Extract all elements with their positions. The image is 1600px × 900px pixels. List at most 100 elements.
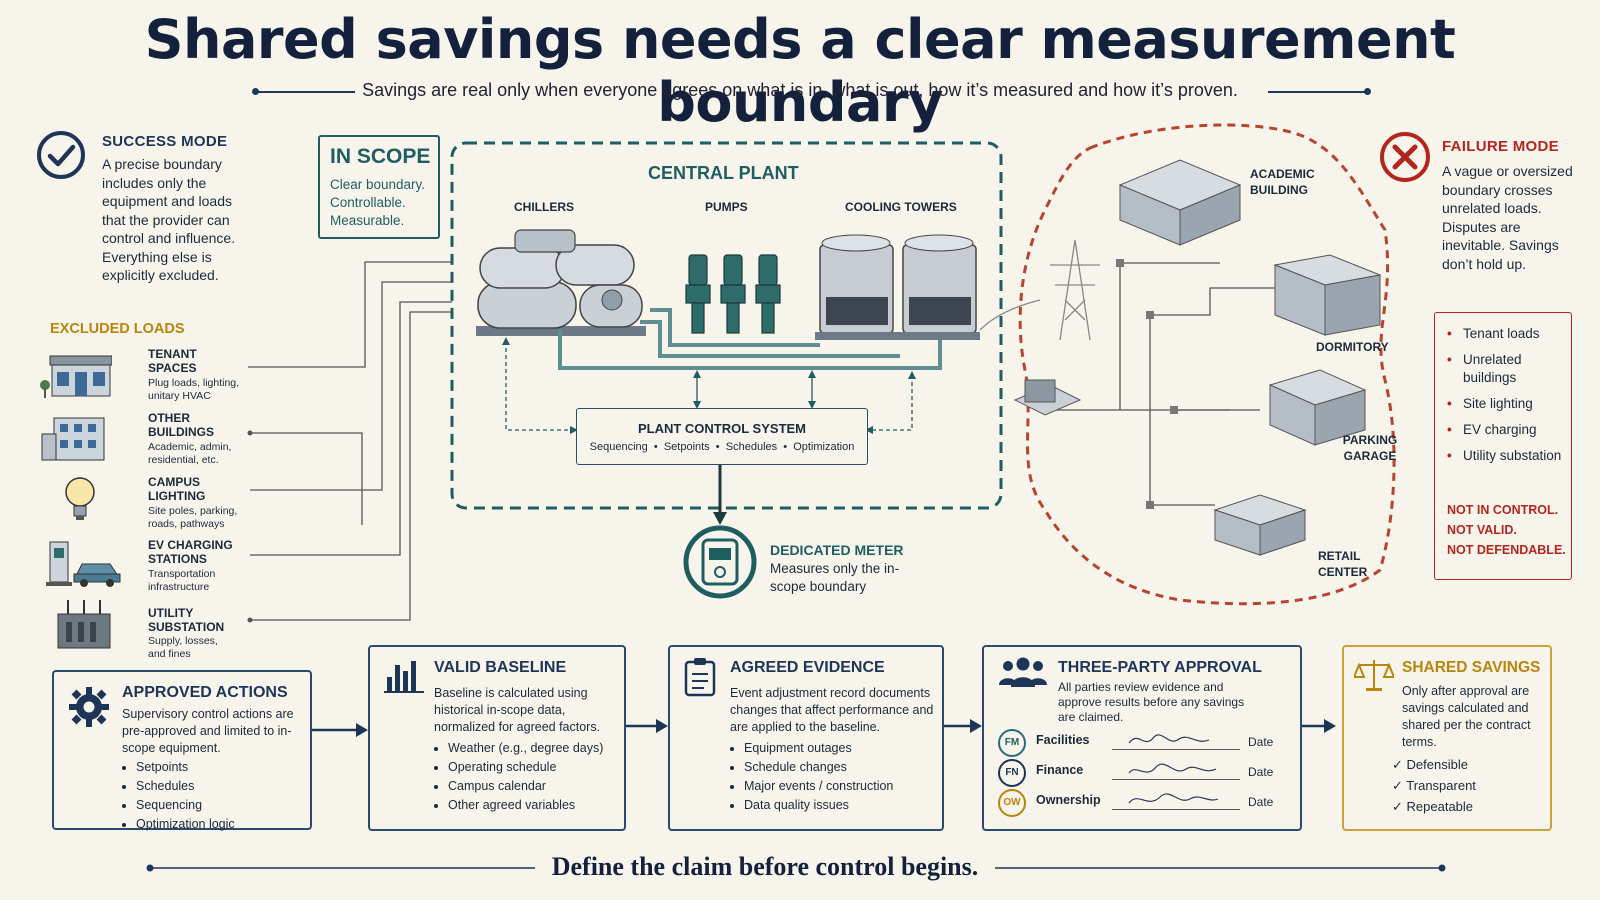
- valid-baseline-text: Baseline is calculated using historical …: [434, 686, 601, 734]
- list-item: Other agreed variables: [448, 796, 633, 815]
- academic-building-label: ACADEMIC BUILDING: [1250, 167, 1315, 197]
- building-icon: [40, 412, 112, 469]
- pumps-illustration: [685, 254, 781, 334]
- dedicated-meter-heading: DEDICATED METER: [770, 542, 904, 558]
- subtitle-rule-left-dot: [252, 88, 259, 95]
- shared-savings-check-2: ✓ Transparent: [1392, 778, 1476, 794]
- storefront-icon: [40, 350, 113, 405]
- page-subtitle: Savings are real only when everyone agre…: [362, 80, 1238, 100]
- chillers-label: CHILLERS: [514, 200, 574, 214]
- shared-savings-heading: SHARED SAVINGS: [1402, 659, 1541, 676]
- agreed-evidence-card: AGREED EVIDENCE Event adjustment record …: [668, 645, 944, 831]
- excluded-item-title: CAMPUS LIGHTING: [148, 475, 206, 503]
- list-item: Data quality issues: [744, 796, 949, 815]
- substation-icon: [52, 596, 116, 657]
- failure-mode-heading: FAILURE MODE: [1442, 138, 1559, 155]
- chillers-illustration: [476, 229, 646, 336]
- finance-badge: FN: [998, 759, 1026, 787]
- failure-list-item: Tenant loads: [1447, 325, 1563, 343]
- bar-chart-icon: [384, 659, 424, 698]
- list-item: Sequencing: [136, 796, 306, 815]
- finance-signature-line[interactable]: [1112, 779, 1240, 780]
- failure-substation-icon: [1013, 379, 1082, 416]
- in-scope-line-2: Controllable.: [330, 195, 406, 210]
- signature-scribbles: [1128, 734, 1219, 804]
- dormitory-label: DORMITORY: [1316, 340, 1389, 354]
- people-icon: [998, 657, 1048, 694]
- check-icon: ✓: [1392, 757, 1403, 772]
- subtitle-rule-right: [1268, 91, 1368, 93]
- failure-warning: NOT VALID.: [1447, 523, 1517, 537]
- list-item: Operating schedule: [448, 758, 633, 777]
- dedicated-meter-text: Measures only the in-scope boundary: [770, 561, 900, 594]
- page-title: Shared savings needs a clear measurement…: [144, 8, 1456, 134]
- failure-list: Tenant loads Unrelated buildings Site li…: [1435, 325, 1563, 473]
- plant-control-system-box: PLANT CONTROL SYSTEM Sequencing • Setpoi…: [576, 408, 868, 465]
- excluded-item-desc: Plug loads, lighting, unitary HVAC: [148, 377, 240, 402]
- excluded-item-desc: Supply, losses, and fines: [148, 635, 218, 660]
- list-item: Schedule changes: [744, 758, 949, 777]
- approved-actions-heading: APPROVED ACTIONS: [122, 684, 288, 701]
- cooling-towers-label: COOLING TOWERS: [845, 200, 957, 214]
- in-scope-box: IN SCOPE Clear boundary. Controllable. M…: [318, 135, 440, 239]
- central-plant-heading: CENTRAL PLANT: [648, 163, 799, 183]
- success-mode-text: A precise boundary includes only the equ…: [102, 156, 236, 283]
- lightbulb-icon: [62, 474, 98, 529]
- in-scope-line-1: Clear boundary.: [330, 177, 426, 192]
- failure-boundary-blob: [1018, 123, 1396, 606]
- agreed-evidence-text: Event adjustment record documents change…: [730, 686, 934, 734]
- ownership-date: Date: [1248, 795, 1274, 809]
- agreed-evidence-heading: AGREED EVIDENCE: [730, 659, 885, 676]
- excluded-item-desc: Transportation infrastructure: [148, 568, 216, 593]
- dormitory-illustration: [1273, 254, 1382, 336]
- shared-savings-item: Transparent: [1406, 778, 1476, 793]
- list-item: Setpoints: [136, 758, 306, 777]
- academic-building-illustration: [1118, 159, 1242, 246]
- ownership-badge: OW: [998, 789, 1026, 817]
- approved-actions-list: Setpoints Schedules Sequencing Optimizat…: [122, 758, 306, 834]
- failure-list-item: EV charging: [1447, 421, 1563, 439]
- shared-savings-item: Repeatable: [1406, 799, 1474, 814]
- shared-savings-text: Only after approval are savings calculat…: [1402, 684, 1531, 749]
- ownership-signature-line[interactable]: [1112, 809, 1240, 810]
- ev-charger-icon: [44, 538, 124, 593]
- excluded-item-title: TENANT SPACES: [148, 347, 197, 375]
- excluded-item-desc: Academic, admin, residential, etc.: [148, 441, 232, 466]
- excluded-item-desc: Site poles, parking, roads, pathways: [148, 505, 238, 530]
- in-scope-line-3: Measurable.: [330, 213, 405, 228]
- facilities-badge: FM: [998, 729, 1026, 757]
- ownership-label: Ownership: [1036, 793, 1101, 807]
- failure-list-item: Utility substation: [1447, 447, 1563, 465]
- success-mode-heading: SUCCESS MODE: [102, 133, 228, 150]
- shared-savings-item: Defensible: [1406, 757, 1468, 772]
- failure-mode-text: A vague or oversized boundary crosses un…: [1442, 163, 1573, 272]
- agreed-evidence-list: Equipment outages Schedule changes Major…: [730, 739, 949, 815]
- facilities-label: Facilities: [1036, 733, 1090, 747]
- approved-actions-card: APPROVED ACTIONS Supervisory control act…: [52, 670, 312, 831]
- facilities-date: Date: [1248, 735, 1274, 749]
- shared-savings-card: SHARED SAVINGS Only after approval are s…: [1342, 645, 1552, 831]
- failure-list-item: Unrelated buildings: [1447, 351, 1563, 387]
- failure-list-box: Tenant loads Unrelated buildings Site li…: [1434, 312, 1572, 580]
- clipboard-icon: [684, 657, 716, 702]
- failure-warning: NOT IN CONTROL.: [1447, 503, 1559, 517]
- excluded-item-title: EV CHARGING STATIONS: [148, 538, 233, 566]
- finance-label: Finance: [1036, 763, 1084, 777]
- failure-warning: NOT DEFENDABLE.: [1447, 543, 1566, 557]
- subtitle-rule-right-dot: [1364, 88, 1371, 95]
- footer-tagline: Define the claim before control begins.: [551, 852, 979, 881]
- in-scope-heading: IN SCOPE: [330, 145, 431, 168]
- three-party-approval-text: All parties review evidence and approve …: [1058, 680, 1245, 724]
- excluded-item-title: UTILITY SUBSTATION: [148, 606, 225, 634]
- subtitle-rule-left: [255, 91, 355, 93]
- excluded-item-title: OTHER BUILDINGS: [148, 411, 214, 439]
- valid-baseline-card: VALID BASELINE Baseline is calculated us…: [368, 645, 626, 831]
- pumps-label: PUMPS: [705, 200, 748, 214]
- facilities-signature-line[interactable]: [1112, 749, 1240, 750]
- shared-savings-check-3: ✓ Repeatable: [1392, 799, 1473, 815]
- retail-center-illustration: [1213, 494, 1307, 556]
- success-mode-icon: [36, 130, 86, 185]
- cooling-towers-illustration: [815, 234, 980, 340]
- list-item: Schedules: [136, 777, 306, 796]
